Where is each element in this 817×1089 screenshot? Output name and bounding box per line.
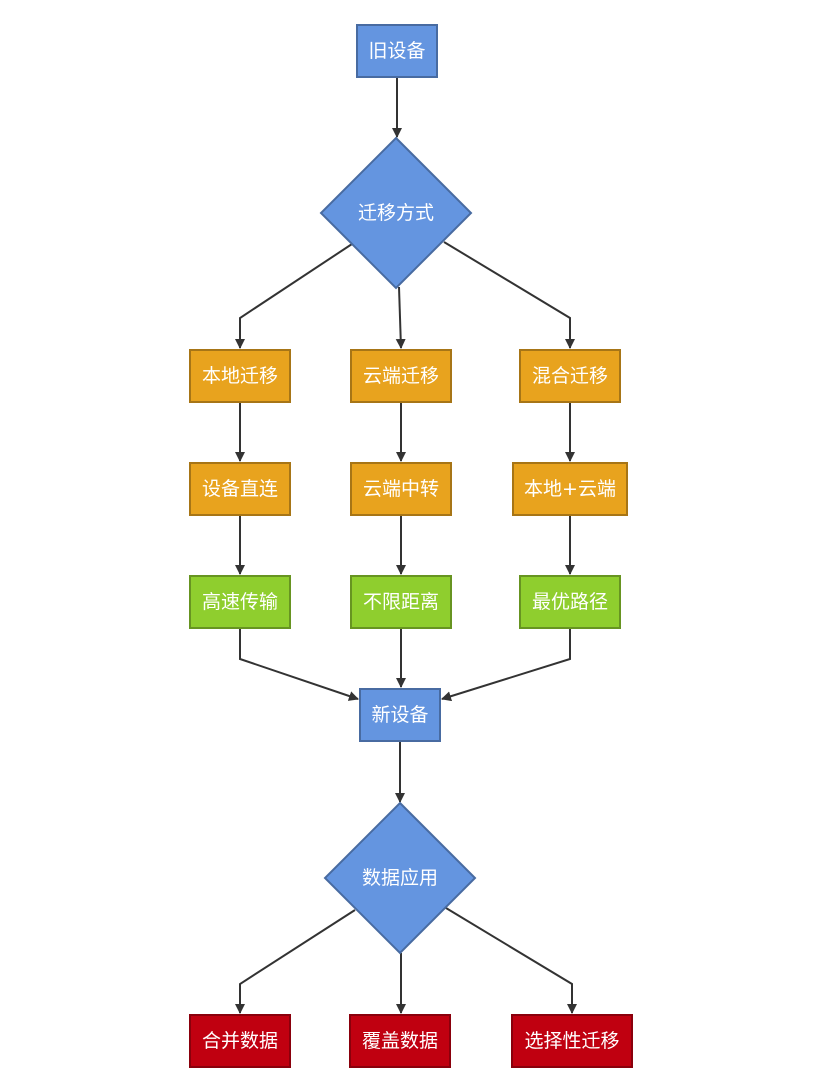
node-optimal-path: 最优路径 (519, 575, 621, 629)
node-old-device-label: 旧设备 (368, 40, 425, 62)
node-direct-connect-label: 设备直连 (202, 478, 278, 500)
node-new-device-box (359, 688, 441, 742)
node-direct-connect: 设备直连 (189, 462, 291, 516)
node-local-plus-cloud: 本地+云端 (512, 462, 628, 516)
edges (235, 77, 577, 1014)
node-optimal-path-label: 最优路径 (532, 591, 608, 613)
node-selective-migration-label: 选择性迁移 (524, 1030, 619, 1052)
node-hybrid-migration-box (519, 349, 621, 403)
node-cloud-relay-label: 云端中转 (363, 478, 439, 500)
node-local-migration: 本地迁移 (189, 349, 291, 403)
node-optimal-path-box (519, 575, 621, 629)
edge-migration-method-to-local-migration (235, 243, 353, 349)
node-selective-migration: 选择性迁移 (511, 1014, 633, 1068)
node-old-device: 旧设备 (356, 24, 438, 78)
node-unlimited-distance-box (350, 575, 452, 629)
node-cloud-migration-box (350, 349, 452, 403)
node-local-migration-box (189, 349, 291, 403)
node-overwrite-data-label: 覆盖数据 (362, 1030, 438, 1052)
edge-high-speed-to-new-device (239, 628, 359, 701)
node-data-application-label: 数据应用 (362, 867, 438, 889)
node-merge-data: 合并数据 (189, 1014, 291, 1068)
node-new-device-label: 新设备 (371, 704, 428, 726)
node-cloud-migration-label: 云端迁移 (363, 365, 439, 387)
node-overwrite-data: 覆盖数据 (349, 1014, 451, 1068)
node-selective-migration-box (511, 1014, 633, 1068)
node-local-migration-label: 本地迁移 (202, 365, 278, 387)
edge-data-application-to-merge-data (235, 909, 356, 1014)
node-unlimited-distance: 不限距离 (350, 575, 452, 629)
node-old-device-box (356, 24, 438, 78)
node-high-speed-label: 高速传输 (202, 591, 278, 613)
node-merge-data-label: 合并数据 (202, 1030, 278, 1052)
node-new-device: 新设备 (359, 688, 441, 742)
edge-optimal-path-to-new-device (441, 628, 571, 702)
node-merge-data-box (189, 1014, 291, 1068)
node-migration-method-label: 迁移方式 (358, 202, 434, 224)
node-migration-method: 迁移方式 (319, 136, 473, 290)
edge-data-application-to-selective-migration (445, 907, 577, 1014)
node-hybrid-migration-label: 混合迁移 (532, 365, 608, 387)
node-direct-connect-box (189, 462, 291, 516)
node-unlimited-distance-label: 不限距离 (363, 591, 439, 613)
edge-migration-method-to-cloud-migration (395, 286, 406, 349)
node-high-speed: 高速传输 (189, 575, 291, 629)
node-overwrite-data-box (349, 1014, 451, 1068)
node-data-application-diamond (323, 801, 477, 955)
node-local-plus-cloud-box (512, 462, 628, 516)
node-cloud-relay-box (350, 462, 452, 516)
node-data-application: 数据应用 (323, 801, 477, 955)
node-high-speed-box (189, 575, 291, 629)
node-cloud-migration: 云端迁移 (350, 349, 452, 403)
edge-migration-method-to-hybrid-migration (443, 241, 575, 349)
node-cloud-relay: 云端中转 (350, 462, 452, 516)
node-migration-method-diamond (319, 136, 473, 290)
node-hybrid-migration: 混合迁移 (519, 349, 621, 403)
node-local-plus-cloud-label: 本地+云端 (524, 478, 616, 500)
